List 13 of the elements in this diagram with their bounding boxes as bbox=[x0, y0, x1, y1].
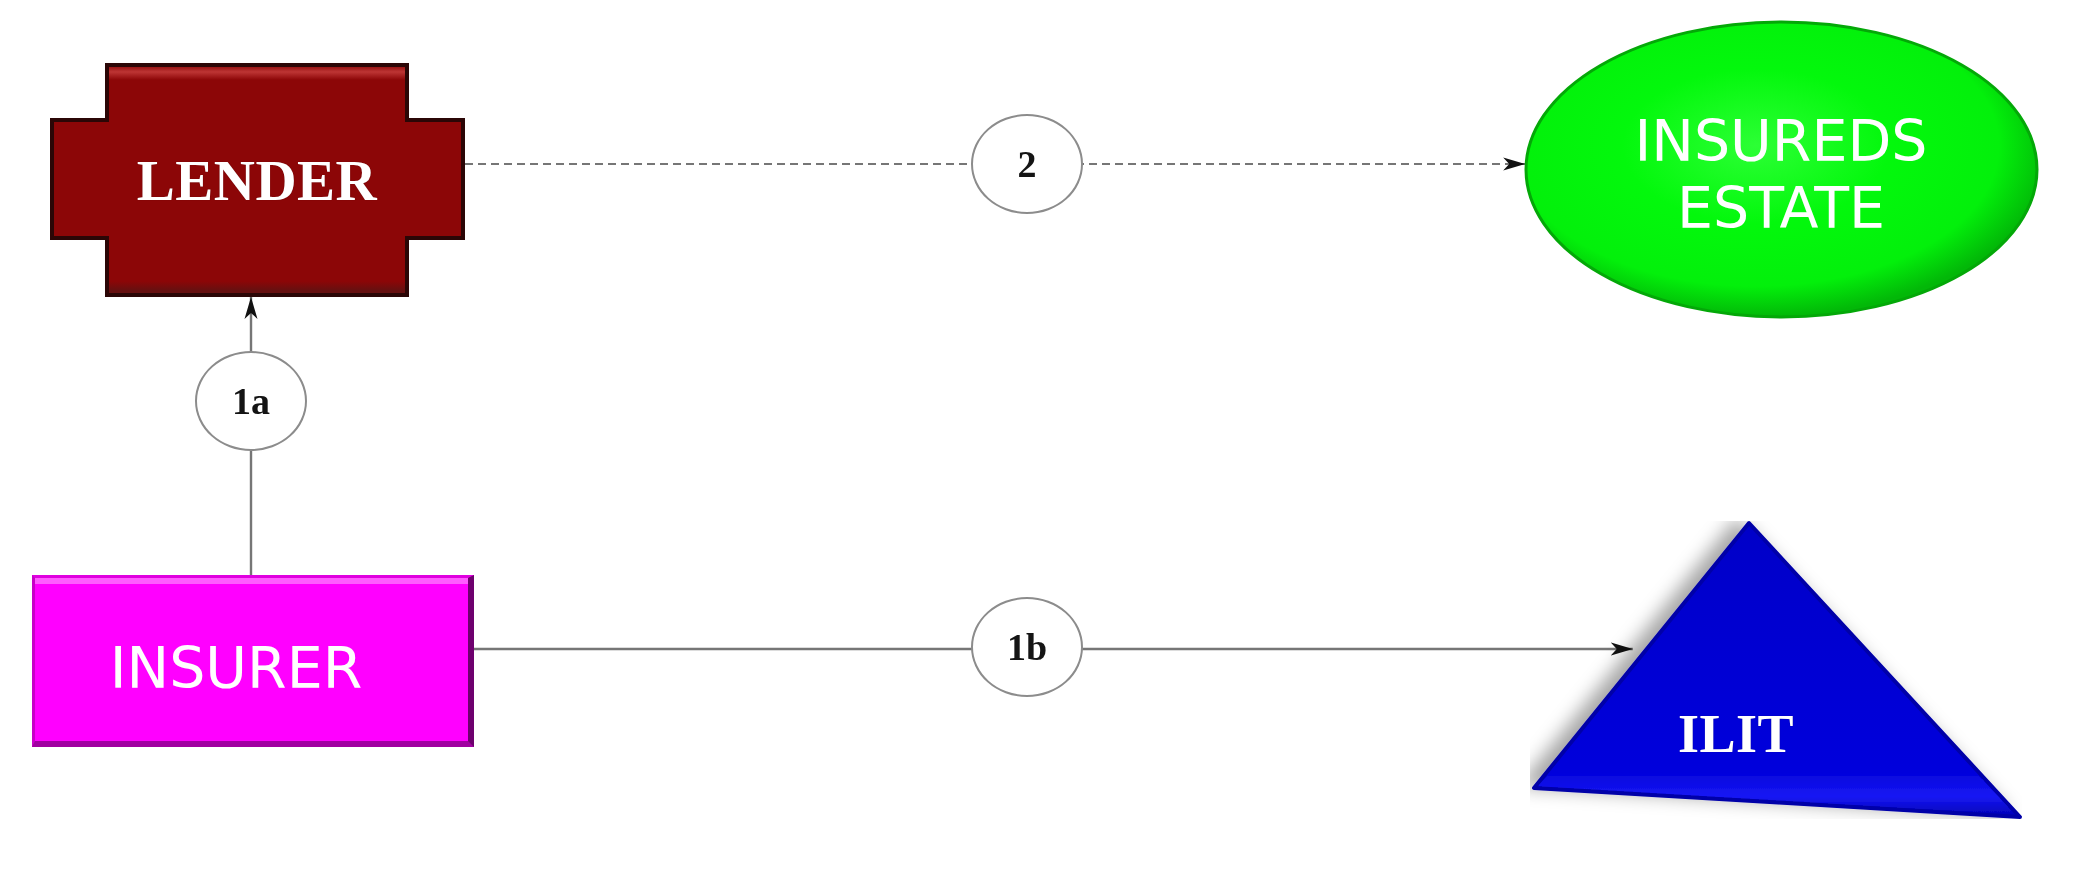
node-label: ILIT bbox=[1677, 703, 1795, 767]
cross-shaped-box bbox=[50, 63, 465, 297]
edge-label: 2 bbox=[971, 114, 1083, 214]
node-label: INSUREDS ESTATE bbox=[1634, 107, 1928, 243]
triangle-shape bbox=[1530, 521, 2022, 819]
node-label: LENDER bbox=[136, 148, 378, 215]
arrow bbox=[474, 642, 1633, 656]
arrow bbox=[464, 157, 1527, 171]
edge-label: 1a bbox=[195, 351, 307, 451]
edge-label: 1b bbox=[971, 597, 1083, 697]
node-label: INSURER bbox=[109, 635, 363, 703]
process-box bbox=[32, 575, 474, 747]
oval-shape bbox=[1523, 19, 2040, 320]
